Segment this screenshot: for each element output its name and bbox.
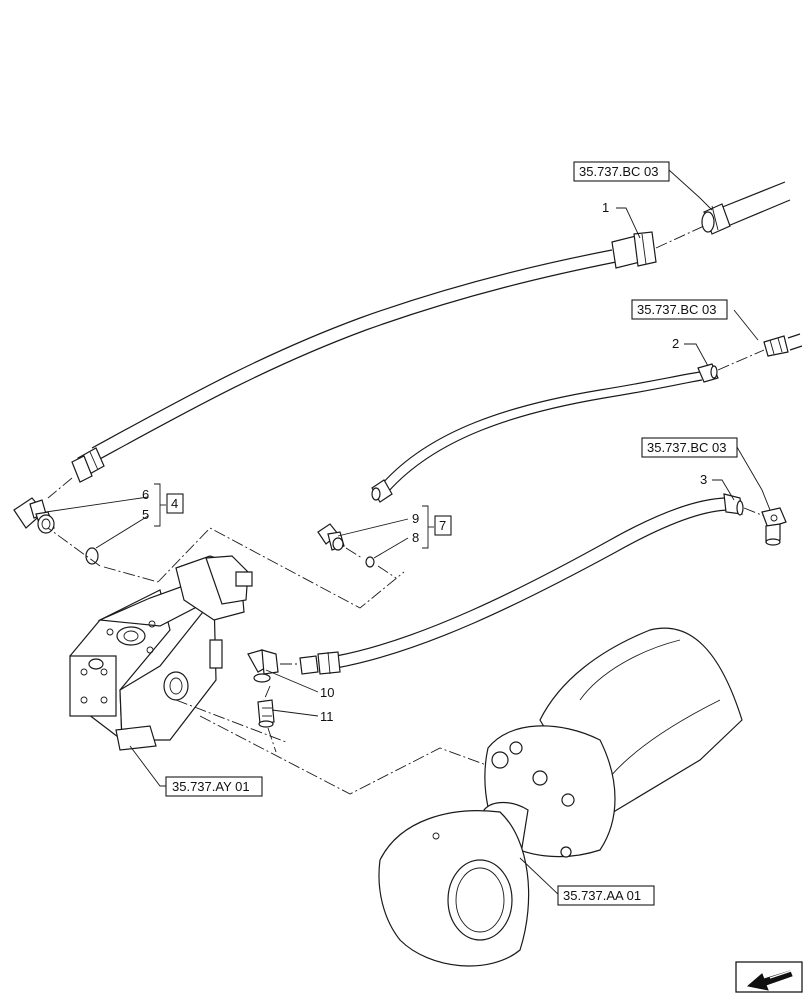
bracket-7	[422, 505, 429, 549]
navigation-arrow-button[interactable]	[735, 961, 803, 993]
reference-link-bc03-b[interactable]: 35.737.BC 03	[631, 299, 728, 320]
elbow-fitting-9[interactable]	[317, 523, 345, 551]
callout-4: 4	[171, 496, 178, 511]
arrow-left-icon	[746, 969, 795, 991]
callout-1: 1	[602, 200, 609, 215]
reference-label: 35.737.BC 03	[647, 440, 727, 455]
callout-8: 8	[412, 530, 419, 545]
valve-block[interactable]	[69, 555, 253, 751]
callout-10: 10	[320, 685, 334, 700]
reference-link-aa01[interactable]: 35.737.AA 01	[557, 885, 655, 906]
reference-label: 35.737.AY 01	[172, 779, 250, 794]
hose-3[interactable]	[299, 493, 744, 675]
leader-lines	[45, 169, 771, 897]
upstream-hose-2	[763, 333, 803, 357]
elbow-fitting-6[interactable]	[13, 497, 55, 534]
reference-link-ay01[interactable]: 35.737.AY 01	[165, 776, 263, 797]
callout-7: 7	[439, 518, 446, 533]
callout-3: 3	[700, 472, 707, 487]
callout-6: 6	[142, 487, 149, 502]
reference-label: 35.737.BC 03	[637, 302, 717, 317]
kit-box-4[interactable]	[166, 493, 184, 514]
hose-2[interactable]	[371, 363, 719, 503]
elbow-fitting-10[interactable]	[247, 649, 279, 683]
callout-2: 2	[672, 336, 679, 351]
kit-box-7[interactable]	[434, 515, 452, 536]
hose-1[interactable]	[71, 231, 657, 483]
callout-11: 11	[320, 709, 334, 724]
reference-link-bc03-a[interactable]: 35.737.BC 03	[573, 161, 670, 182]
reference-link-bc03-c[interactable]: 35.737.BC 03	[641, 437, 738, 458]
callout-5: 5	[142, 507, 149, 522]
hydraulic-cylinder[interactable]	[378, 627, 743, 967]
reference-label: 35.737.AA 01	[563, 888, 641, 903]
o-ring-5[interactable]	[85, 547, 99, 565]
o-ring-8[interactable]	[365, 556, 375, 568]
callout-9: 9	[412, 511, 419, 526]
reference-label: 35.737.BC 03	[579, 164, 659, 179]
adapter-11[interactable]	[257, 699, 275, 728]
bracket-4	[154, 483, 161, 527]
elbow-fitting-upstream-3	[761, 507, 787, 546]
upstream-hose-1	[701, 181, 791, 235]
